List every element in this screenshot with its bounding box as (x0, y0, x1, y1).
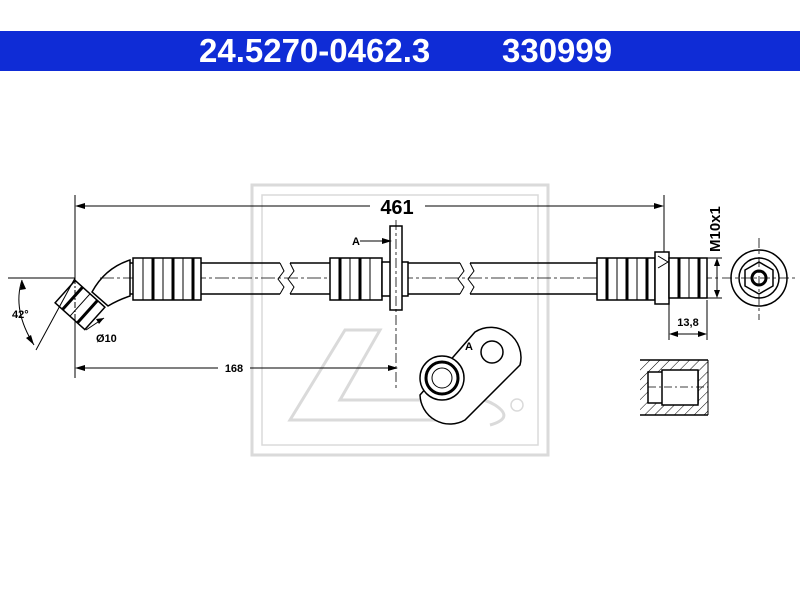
threaded-end-fitting (654, 251, 708, 305)
dimension-thread-length (668, 300, 708, 340)
dimension-total-length-label: 461 (380, 197, 413, 219)
dimension-diameter-label: Ø10 (96, 333, 117, 345)
dimension-angle-label: 42° (12, 309, 29, 321)
dimension-thread (707, 257, 722, 299)
dimension-diameter (85, 317, 105, 331)
dimension-angle (8, 277, 76, 351)
dimension-thread-label: M10x1 (707, 206, 724, 252)
detail-a-label: A (465, 341, 473, 353)
section-a-label: A (352, 236, 360, 248)
seat-section-view (640, 359, 709, 416)
title-bar: 24.5270-0462.3 330999 (0, 31, 800, 71)
crimp-ferrule-left (132, 257, 202, 301)
crimp-ferrule-right (596, 257, 656, 301)
dimension-partial-length-label: 168 (225, 363, 243, 375)
angled-end-fitting (54, 258, 131, 331)
bracket-detail-view (419, 326, 522, 425)
part-number: 24.5270-0462.3 (199, 32, 431, 69)
dimension-thread-length-label: 13,8 (677, 317, 698, 329)
mounting-bracket (360, 220, 403, 390)
nut-end-view (722, 238, 796, 320)
dimension-partial-length (75, 365, 398, 371)
reference-number: 330999 (502, 32, 613, 69)
